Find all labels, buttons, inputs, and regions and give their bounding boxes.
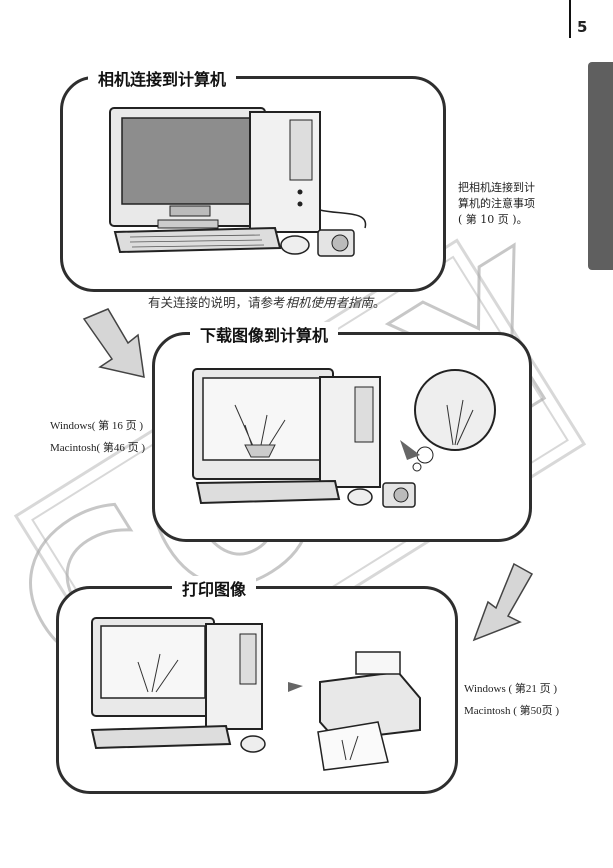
- download-ref-windows[interactable]: Windows( 第 16 页 ): [50, 420, 144, 432]
- caption-suffix: 。: [373, 295, 386, 310]
- down-left-arrow-icon: [472, 562, 534, 642]
- section-title-connect: 相机连接到计算机: [88, 66, 237, 90]
- computer-camera-illustration: [109, 107, 367, 257]
- download-illustration: [192, 368, 496, 508]
- connection-note: 把相机连接到计 算机的注意事项 ( 第 10 页 )。: [458, 180, 558, 228]
- note-line-1: 把相机连接到计: [458, 181, 535, 194]
- down-right-arrow-icon: [82, 308, 145, 378]
- download-ref-macintosh[interactable]: Macintosh( 第46 页 ): [50, 442, 146, 454]
- caption-prefix: 有关连接的说明，请参考: [148, 295, 286, 310]
- section-title-print: 打印图像: [172, 576, 257, 600]
- print-illustration: [90, 617, 421, 771]
- section-title-download: 下载图像到计算机: [190, 322, 339, 346]
- note-line-3: ( 第 10 页 )。: [458, 213, 528, 226]
- print-ref-macintosh[interactable]: Macintosh ( 第50页 ): [464, 705, 560, 717]
- chapter-tab: [588, 62, 613, 270]
- user-guide-reference[interactable]: 相机使用者指南: [285, 295, 374, 310]
- page-number: 5: [577, 18, 588, 36]
- print-ref-windows[interactable]: Windows ( 第21 页 ): [464, 683, 558, 695]
- connection-caption: 有关连接的说明，请参考相机使用者指南。: [148, 292, 386, 311]
- note-line-2: 算机的注意事项: [458, 197, 535, 210]
- page-number-rule: [569, 0, 571, 38]
